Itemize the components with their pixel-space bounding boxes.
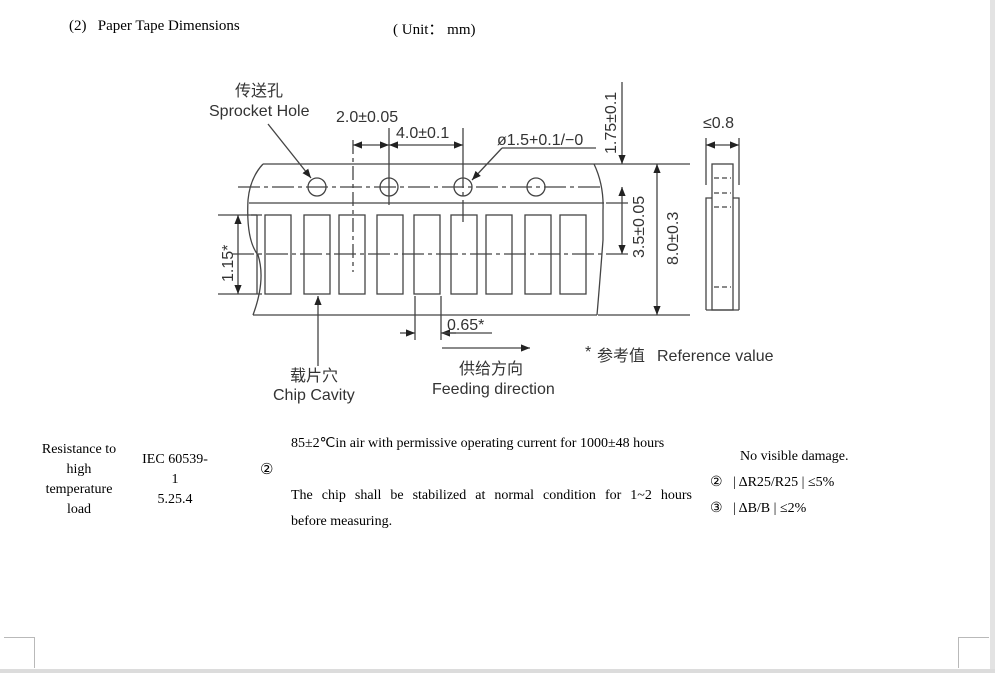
chip-cavity-en: Chip Cavity <box>273 387 355 404</box>
dim-pitch-hole-cavity: 2.0±0.05 <box>336 109 398 126</box>
reference-note-en: Reference value <box>657 348 774 365</box>
dim-thickness: ≤0.8 <box>703 115 734 132</box>
reference-note-cn: 参考值 <box>597 347 645 365</box>
condition-line-2: The chip shall be stabilized at normal c… <box>291 488 692 503</box>
vertical-scrollbar-track[interactable] <box>990 0 995 673</box>
dim-tape-width: 8.0±0.3 <box>665 212 682 265</box>
condition-line-3: before measuring. <box>291 514 393 529</box>
sprocket-hole-en: Sprocket Hole <box>209 103 310 120</box>
dim-hole-diameter: ø1.5+0.1/−0 <box>497 132 583 149</box>
sprocket-hole <box>307 177 327 197</box>
test-mark: ② <box>260 462 274 478</box>
condition-line-1: 85±2℃in air with permissive operating cu… <box>291 436 665 451</box>
tape-right-edge <box>593 163 604 316</box>
requirement-line-1: No visible damage. <box>740 449 849 464</box>
test-standard-clause: 5.25.4 <box>157 492 193 507</box>
test-item: Resistance to high temperature load <box>41 442 117 517</box>
dim-hole-pitch: 4.0±0.1 <box>396 125 449 142</box>
section-title: (2) Paper Tape Dimensions <box>69 18 240 34</box>
requirement-line-3: ③ | ΔB/B | ≤2% <box>710 501 807 516</box>
feeding-direction-cn: 供给方向 <box>459 360 523 378</box>
chip-cavity <box>264 214 292 295</box>
dim-cavity-length: 1.15* <box>220 245 237 282</box>
sprocket-hole-cn: 传送孔 <box>235 82 283 100</box>
page-gap <box>0 669 995 673</box>
side-view-carrier <box>711 163 734 311</box>
dim-hole-to-cavity: 3.5±0.05 <box>631 196 648 258</box>
requirement-line-2: ② | ΔR25/R25 | ≤5% <box>710 475 835 490</box>
test-standard-code: IEC 60539-1 <box>142 452 208 487</box>
paper-tape-diagram: 传送孔 Sprocket Hole 2.0±0.05 4.0±0.1 ø1.5+… <box>209 82 774 404</box>
page-corner-mark-left <box>4 637 35 668</box>
dim-edge-to-hole: 1.75±0.1 <box>603 92 620 154</box>
test-standard: IEC 60539-1 5.25.4 <box>140 450 210 510</box>
tape-left-edge <box>247 163 264 316</box>
dim-cavity-width: 0.65* <box>447 317 484 334</box>
reference-note-mark: * <box>585 344 591 361</box>
page-corner-mark-right <box>958 637 989 668</box>
chip-cavity-cn: 载片穴 <box>290 367 338 385</box>
feeding-direction-en: Feeding direction <box>432 381 555 398</box>
unit-label: ( Unit： mm) <box>393 22 476 38</box>
sprocket-hole <box>526 177 546 197</box>
